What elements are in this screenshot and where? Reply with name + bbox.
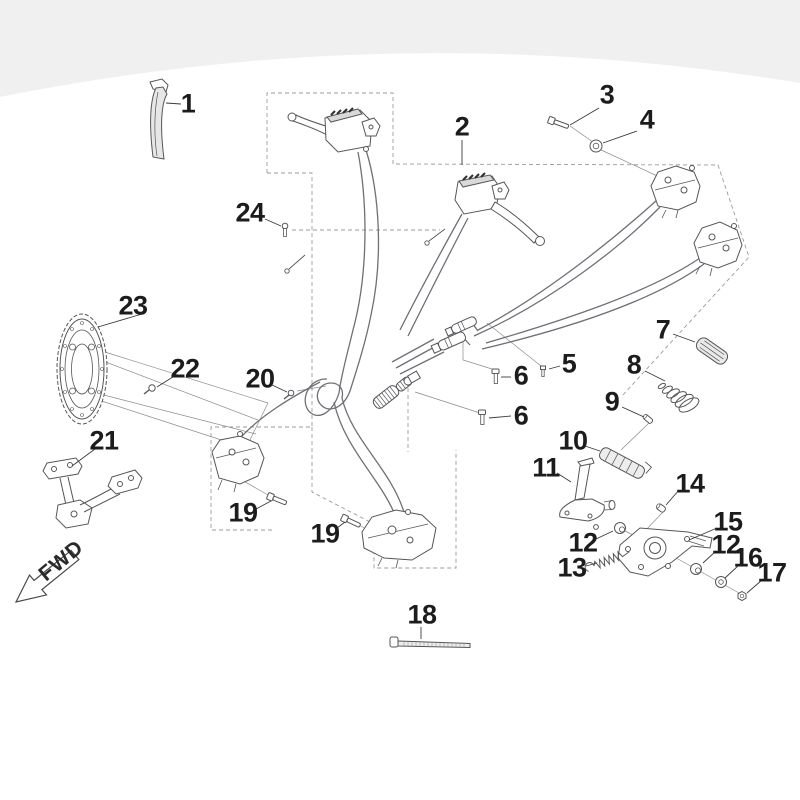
part-5-screw: [540, 365, 546, 377]
fwd-label: FWD: [34, 536, 88, 586]
part-16-washer: [715, 576, 727, 588]
part-24-screw: [281, 222, 289, 237]
front-caliper-upper: [650, 165, 701, 219]
part-17-nut: [737, 590, 747, 602]
part-15-bracket-plate: [617, 527, 713, 577]
cable-adjusters: [430, 316, 477, 354]
leader-lines: [71, 102, 763, 639]
part-6-bolt-upper: [491, 368, 500, 384]
brake-hoses: [241, 149, 705, 516]
rear-cable-spring: [372, 370, 422, 409]
part-4-washer: [589, 139, 603, 153]
header-band: [0, 0, 800, 97]
part-8-spring: [657, 382, 700, 413]
part-22-bolt: [143, 384, 156, 395]
cable-end-fittings: [284, 228, 446, 274]
part-11-brake-pedal: [559, 457, 616, 530]
fwd-direction-arrow: FWD: [14, 536, 88, 603]
front-caliper-lower: [693, 221, 743, 277]
part-20-bolt: [283, 389, 295, 400]
part-1-lever-blade: [149, 78, 169, 160]
dashed-boundaries: [210, 92, 750, 569]
part-12-bushing-right: [690, 563, 702, 575]
part-2-left-master-cylinder: [287, 107, 381, 153]
part-7-rubber-cover: [695, 337, 729, 365]
part-19-bolt-left: [266, 492, 287, 506]
left-caliper: [211, 431, 265, 493]
part-23-brake-disc: [56, 313, 108, 425]
part-12-bushing-left: [614, 522, 626, 534]
part-9-pin: [642, 414, 654, 424]
part-3-bolt: [547, 116, 570, 129]
part-2-right-master-cylinder: [454, 172, 545, 246]
part-6-bolt-lower: [478, 409, 486, 425]
part-10-pedal-pad: [599, 447, 653, 479]
fwd-arrow-shape: [14, 549, 80, 603]
part-19-bolt-right: [340, 513, 361, 528]
rear-caliper: [361, 509, 437, 569]
part-18-cable-tie: [389, 636, 471, 649]
part-21-bracket: [42, 457, 143, 529]
part-14-pin: [656, 503, 666, 513]
